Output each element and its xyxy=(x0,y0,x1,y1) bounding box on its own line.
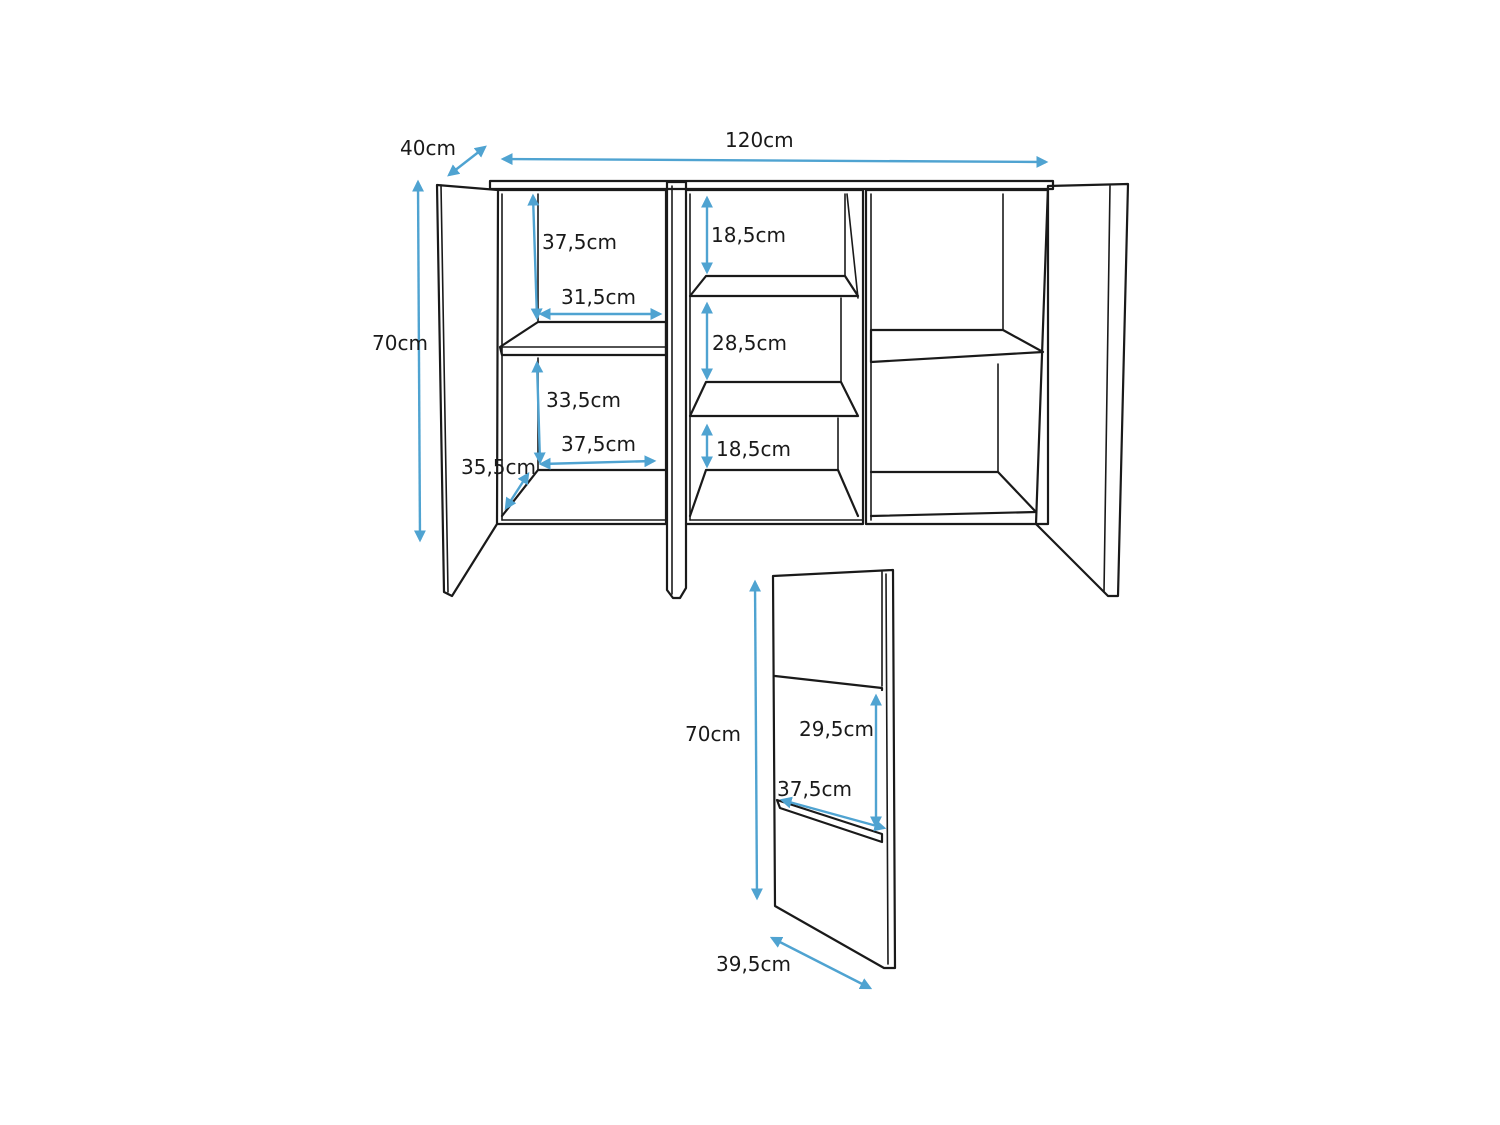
height-arrow xyxy=(412,179,426,543)
label-width: 120cm xyxy=(725,128,794,152)
label-left-lower-height: 33,5cm xyxy=(546,388,621,412)
dimension-labels: 40cm 120cm 70cm 37,5cm 31,5cm 33,5cm 37,… xyxy=(372,128,874,976)
label-depth: 40cm xyxy=(400,136,456,160)
left-lower-width-arrow xyxy=(538,455,657,470)
right-bottom xyxy=(869,470,1038,518)
label-left-upper-width: 31,5cm xyxy=(561,285,636,309)
label-left-inner-depth: 35,5cm xyxy=(461,455,536,479)
left-upper-height-arrow xyxy=(527,193,543,321)
middle-bottom xyxy=(688,468,860,518)
label-panel-shelf-depth: 37,5cm xyxy=(777,777,852,801)
right-door xyxy=(1034,182,1130,598)
label-middle-mid-height: 28,5cm xyxy=(712,331,787,355)
middle-compartment xyxy=(684,188,865,526)
side-panel-drawing xyxy=(771,568,897,970)
label-panel-height: 70cm xyxy=(685,722,741,746)
panel-height-arrow xyxy=(749,579,763,901)
depth-arrow xyxy=(447,145,487,177)
dimension-arrows xyxy=(412,145,1049,990)
right-shelf xyxy=(869,328,1045,364)
right-compartment xyxy=(864,188,1050,526)
panel-shelf-depth-arrow xyxy=(779,796,887,832)
width-arrow xyxy=(500,153,1049,168)
label-panel-depth: 39,5cm xyxy=(716,952,791,976)
left-door xyxy=(435,183,500,598)
middle-shelf-bottom xyxy=(688,380,860,418)
panel-depth-arrow xyxy=(769,936,873,990)
side-panel xyxy=(771,568,897,970)
label-middle-top-height: 18,5cm xyxy=(711,223,786,247)
left-lower-height-arrow xyxy=(531,360,546,465)
label-middle-bottom-height: 18,5cm xyxy=(716,437,791,461)
label-left-lower-width: 37,5cm xyxy=(561,432,636,456)
middle-shelf-top xyxy=(688,274,860,298)
label-panel-compartment: 29,5cm xyxy=(799,717,874,741)
sideboard-top xyxy=(488,179,1055,191)
side-panel-upper-shelf xyxy=(773,674,884,692)
left-shelf xyxy=(498,320,668,357)
label-height: 70cm xyxy=(372,331,428,355)
sideboard-drawing xyxy=(435,179,1130,600)
middle-door xyxy=(665,180,688,600)
side-panel-lower-shelf xyxy=(775,798,884,844)
label-left-upper-height: 37,5cm xyxy=(542,230,617,254)
left-inner-depth-arrow xyxy=(504,471,530,511)
